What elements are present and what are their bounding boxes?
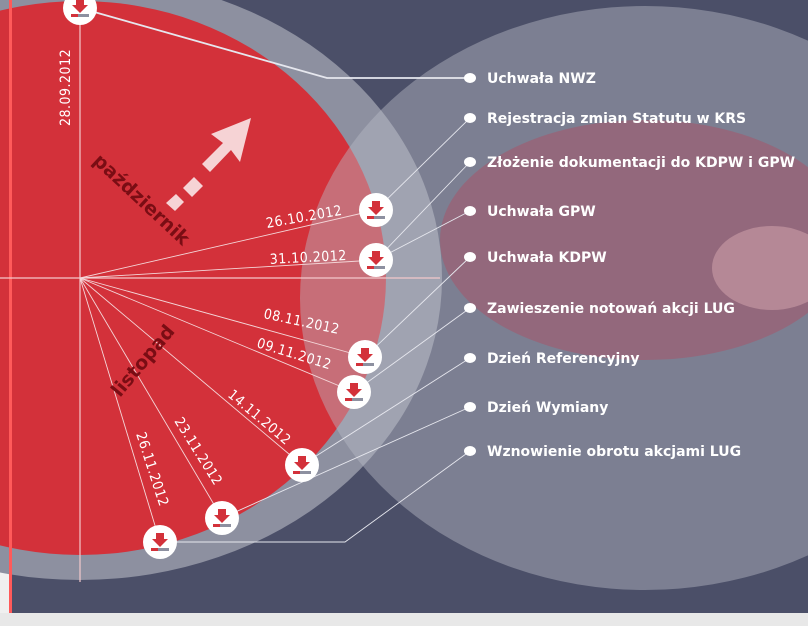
- date-label: 31.10.2012: [269, 248, 347, 268]
- bullet-dot: [464, 206, 476, 216]
- legend-label: Dzień Referencyjny: [487, 351, 639, 367]
- spokes: [79, 209, 377, 543]
- red-edge: [9, 0, 12, 613]
- pink-ellipse: [440, 120, 808, 360]
- legend-label: Uchwała NWZ: [487, 71, 596, 87]
- bullet-dot: [464, 113, 476, 123]
- bullet-dot: [464, 73, 476, 83]
- spoke-line: [79, 277, 303, 466]
- legend-item: Dzień Wymiany: [464, 400, 608, 416]
- connector-line: [375, 210, 471, 261]
- stamp-icon[interactable]: [348, 340, 382, 374]
- stamp-icon[interactable]: [359, 243, 393, 277]
- legend-label: Uchwała KDPW: [487, 250, 607, 266]
- bullet-dot: [464, 303, 476, 313]
- spoke-line: [79, 277, 366, 358]
- stamp-icon[interactable]: [205, 501, 239, 535]
- bullet-dot: [464, 157, 476, 167]
- spoke-line: [79, 277, 355, 393]
- bullet-dot: [464, 252, 476, 262]
- bullet-dot: [464, 353, 476, 363]
- legend-label: Dzień Wymiany: [487, 400, 608, 416]
- connector-line: [221, 406, 471, 519]
- arrow-icon: [166, 118, 251, 211]
- connector-line: [375, 117, 471, 211]
- spoke-line: [79, 259, 377, 279]
- stamp-icon[interactable]: [337, 375, 371, 409]
- spoke-line: [79, 209, 377, 279]
- date-start: 28.09.2012: [58, 49, 74, 126]
- legend-item: Uchwała GPW: [464, 204, 596, 220]
- legend-label: Rejestracja zmian Statutu w KRS: [487, 111, 746, 127]
- connector-line: [160, 450, 471, 543]
- connector-line: [353, 307, 471, 393]
- legend-item: Dzień Referencyjny: [464, 351, 639, 367]
- stamp-icon[interactable]: [143, 525, 177, 559]
- right-grey-circle: [300, 6, 808, 590]
- connector-line: [301, 357, 471, 466]
- stamp-icon[interactable]: [359, 193, 393, 227]
- spoke-line: [79, 277, 223, 519]
- connector-line: [364, 256, 471, 358]
- connector-line: [79, 7, 470, 79]
- bullet-dot: [464, 402, 476, 412]
- legend-label: Wznowienie obrotu akcjami LUG: [487, 444, 741, 460]
- legend-label: Złożenie dokumentacji do KDPW i GPW: [487, 155, 795, 171]
- bullet-dot: [464, 446, 476, 456]
- connectors: [79, 7, 471, 543]
- stamp-icon[interactable]: [285, 448, 319, 482]
- legend-label: Zawieszenie notowań akcji LUG: [487, 301, 735, 317]
- legend-item: Uchwała NWZ: [464, 71, 596, 87]
- stamp-icon[interactable]: [63, 0, 97, 25]
- legend-label: Uchwała GPW: [487, 204, 596, 220]
- legend-item: Złożenie dokumentacji do KDPW i GPW: [464, 155, 795, 171]
- legend-item: Uchwała KDPW: [464, 250, 607, 266]
- light-ellipse: [712, 226, 808, 310]
- legend-item: Rejestracja zmian Statutu w KRS: [464, 111, 746, 127]
- connector-line: [375, 161, 471, 261]
- legend-item: Zawieszenie notowań akcji LUG: [464, 301, 735, 317]
- legend-item: Wznowienie obrotu akcjami LUG: [464, 444, 741, 460]
- bottom-frame: [0, 613, 808, 626]
- spoke-line: [79, 277, 161, 543]
